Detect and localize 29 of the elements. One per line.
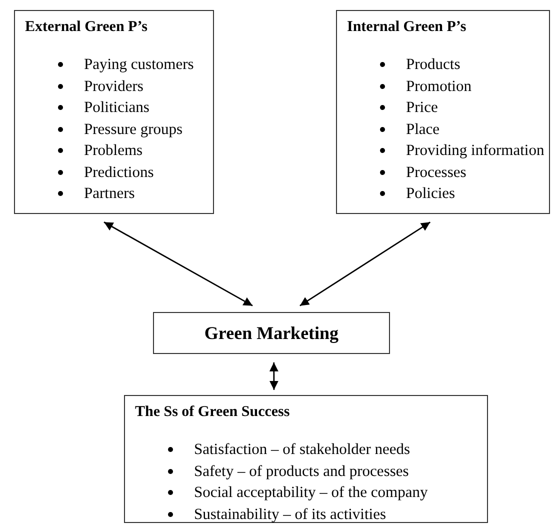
text-box (124, 395, 488, 523)
text-box (336, 10, 550, 214)
bullet-item: Sustainability – of its activities (194, 504, 386, 524)
bullet-item: Partners (84, 184, 135, 204)
bullet-item: Providers (84, 76, 144, 96)
text-box (14, 10, 214, 214)
double-arrow (104, 222, 253, 306)
bullet-item: Politicians (84, 98, 150, 118)
bullet-item: Place (406, 120, 440, 140)
bullet-item: Price (406, 98, 438, 118)
box-heading: Green Marketing (204, 323, 339, 343)
bullet-item: Social acceptability – of the company (194, 483, 428, 503)
bullet-item: Satisfaction – of stakeholder needs (194, 440, 410, 460)
text-box (153, 312, 390, 354)
bullet-item: Predictions (84, 162, 154, 182)
bullet-item: Problems (84, 141, 143, 161)
bullet-item: Products (406, 55, 460, 75)
bullet-item: Safety – of products and processes (194, 462, 409, 482)
bullet-item: Pressure groups (84, 120, 183, 140)
double-arrow (269, 362, 278, 390)
bullet-item: Promotion (406, 76, 472, 96)
box-heading: External Green P’s (25, 18, 148, 37)
box-heading: The Ss of Green Success (135, 403, 291, 422)
bullet-item: Paying customers (84, 55, 194, 75)
bullet-item: Policies (406, 184, 456, 204)
bullet-item: Providing information (406, 141, 544, 161)
double-arrow (300, 222, 431, 306)
bullet-item: Processes (406, 162, 466, 182)
box-heading: Internal Green P’s (347, 18, 468, 37)
